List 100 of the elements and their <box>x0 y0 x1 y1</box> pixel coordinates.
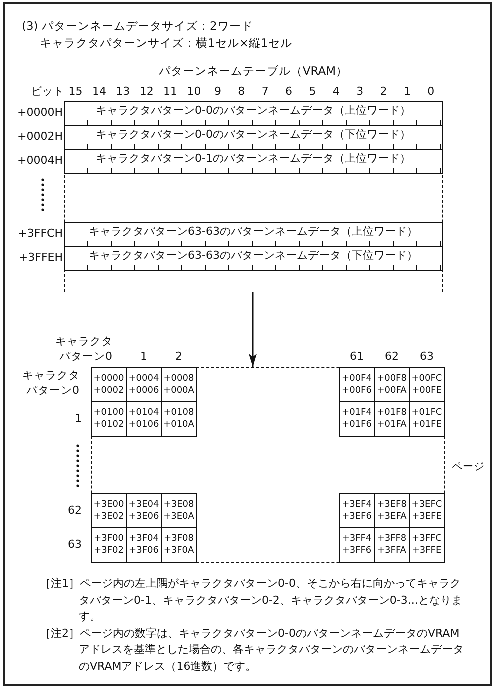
address-cell <box>339 527 375 563</box>
cell-address: +3E00 <box>94 499 124 511</box>
cell-address: +3FF4 <box>342 533 372 545</box>
cell-address: +0000 <box>94 373 124 385</box>
cell-address: +3F04 <box>129 533 159 545</box>
cell-address: +3EFC <box>412 499 442 511</box>
cell-address: +3EF6 <box>342 511 372 523</box>
address-cell <box>91 401 127 437</box>
address-cell <box>161 527 197 563</box>
address-offset: +0002H <box>18 130 63 144</box>
address-cell <box>339 493 375 529</box>
cell-address: +00F6 <box>342 385 372 397</box>
column-number: 1 <box>140 350 148 364</box>
cell-address: +0008 <box>164 373 194 385</box>
cell-address: +010A <box>164 419 194 431</box>
address-cell <box>91 367 127 403</box>
bit-number: 8 <box>238 85 246 99</box>
address-cell <box>339 401 375 437</box>
cell-address: +3E0A <box>164 511 194 523</box>
row-text: キャラクタパターン63-63のパターンネームデータ（下位ワード） <box>89 249 418 263</box>
address-offset: +0004H <box>18 154 63 168</box>
cell-address: +3EF4 <box>342 499 372 511</box>
row-text: キャラクタパターン0-1のパターンネームデータ（上位ワード） <box>96 152 411 166</box>
cell-address: +3E06 <box>128 511 160 523</box>
cell-address: +3FFC <box>412 533 442 545</box>
row-text: キャラクタパターン63-63のパターンネームデータ（上位ワード） <box>89 225 418 239</box>
address-cell <box>91 527 127 563</box>
cell-address: +0006 <box>128 385 160 397</box>
cell-address: +0002 <box>94 385 124 397</box>
row-number: 1 <box>74 412 82 426</box>
cell-address: +0104 <box>128 407 160 419</box>
bit-number: 14 <box>92 85 106 99</box>
address-cell <box>161 493 197 529</box>
cell-address: +3FF6 <box>342 545 372 557</box>
column-number: 62 <box>385 350 399 364</box>
arrow <box>249 292 257 367</box>
size-note: キャラクタパターンサイズ：横1セル×縦1セル <box>40 36 292 50</box>
bit-number: 0 <box>428 85 435 99</box>
cell-address: +0004 <box>128 373 160 385</box>
cell-address: +01F8 <box>377 407 407 419</box>
bit-number: 6 <box>286 85 292 99</box>
row-text: キャラクタパターン0-0のパターンネームデータ（下位ワード） <box>96 128 411 142</box>
cell-address: +3EFE <box>412 511 442 523</box>
cell-address: +3EFA <box>377 511 407 523</box>
footnote: ［注1］ページ内の左上隅がキャラクタパターン0-0、そこから右に向かってキャラクタパターン0-1、キャラクタパターン0-2、キャラクタパターン0-3...となります。 <box>40 576 464 625</box>
cell-address: +3F08 <box>164 533 194 545</box>
column-heading: キャラクタパターン0 <box>54 334 113 364</box>
address-cell <box>409 527 445 563</box>
address-cell <box>409 367 445 403</box>
cell-address: +3FF8 <box>377 533 407 545</box>
footnote: ［注2］ページ内の数字は、キャラクタパターン0-0のパターンネームデータのVRAMアドレスを基準とした場合の、各キャラクタパターンのパターンネームデータのVRAMアドレス（16進数）です。 <box>40 626 465 674</box>
row-text: キャラクタパターン0-0のパターンネームデータ（上位ワード） <box>96 104 411 118</box>
bit-number: 13 <box>116 85 130 99</box>
address-cell <box>374 401 410 437</box>
column-number: 63 <box>420 350 434 364</box>
cell-address: +3E04 <box>128 499 160 511</box>
address-cell <box>126 401 162 437</box>
cell-address: +3FFE <box>412 545 442 557</box>
address-cell <box>161 367 197 403</box>
cell-address: +0102 <box>94 419 124 431</box>
bit-axis-label: ビット <box>31 85 64 99</box>
cell-address: +01FA <box>377 419 407 431</box>
bit-number: 12 <box>140 85 154 99</box>
cell-address: +3E02 <box>94 511 124 523</box>
bit-number: 7 <box>262 85 269 99</box>
cell-address: +3F02 <box>94 545 124 557</box>
address-cell <box>374 527 410 563</box>
row-number: 62 <box>67 504 82 518</box>
bit-number: 1 <box>404 85 411 99</box>
cell-address: +3FFA <box>378 545 406 557</box>
cell-address: +3E08 <box>164 499 194 511</box>
cell-address: +0108 <box>164 407 194 419</box>
page-label: ページ <box>452 460 485 474</box>
section-heading: (3) パターンネームデータサイズ：2ワード <box>22 19 254 33</box>
address-offset: +3FFCH <box>18 227 63 241</box>
table-heading: パターンネームテーブル（VRAM） <box>158 64 348 78</box>
bit-number: 15 <box>68 85 83 99</box>
address-cell <box>339 367 375 403</box>
cell-address: +01F6 <box>342 419 372 431</box>
bit-number: 11 <box>164 85 178 99</box>
address-cell <box>409 401 445 437</box>
cell-address: +01F4 <box>342 407 372 419</box>
column-number: 2 <box>176 350 182 364</box>
bit-number: 9 <box>214 85 222 99</box>
cell-address: +000A <box>164 385 194 397</box>
cell-address: +3F00 <box>94 533 124 545</box>
cell-address: +3EF8 <box>377 499 407 511</box>
row-heading: キャラクタパターン0 <box>22 368 80 398</box>
cell-address: +01FC <box>412 407 442 419</box>
cell-address: +0100 <box>94 407 124 419</box>
address-offset: +3FFEH <box>18 251 63 265</box>
column-number: 61 <box>350 350 364 364</box>
cell-address: +3F0A <box>164 545 194 557</box>
bit-number: 4 <box>332 85 340 99</box>
address-cell <box>161 401 197 437</box>
bit-number: 5 <box>309 85 316 99</box>
bit-number: 10 <box>187 85 202 99</box>
address-cell <box>126 527 162 563</box>
cell-address: +00F8 <box>377 373 407 385</box>
cell-address: +00F4 <box>342 373 372 385</box>
